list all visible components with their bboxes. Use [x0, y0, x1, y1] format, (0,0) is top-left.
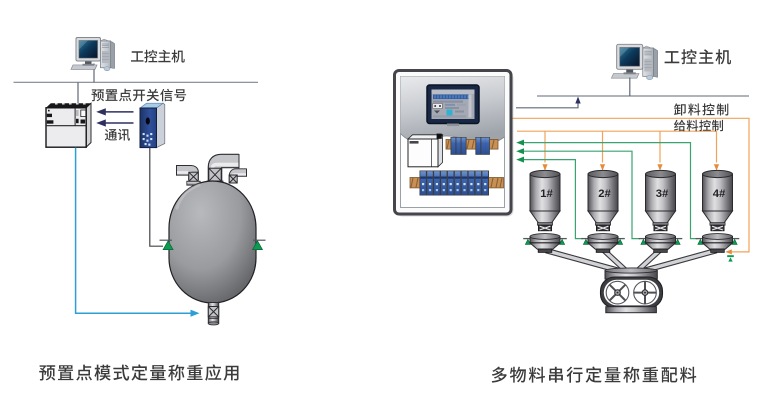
svg-text:2#: 2#: [598, 188, 611, 200]
svg-text:4#: 4#: [713, 188, 726, 200]
svg-text:3#: 3#: [656, 188, 669, 200]
svg-text:1#: 1#: [540, 188, 553, 200]
